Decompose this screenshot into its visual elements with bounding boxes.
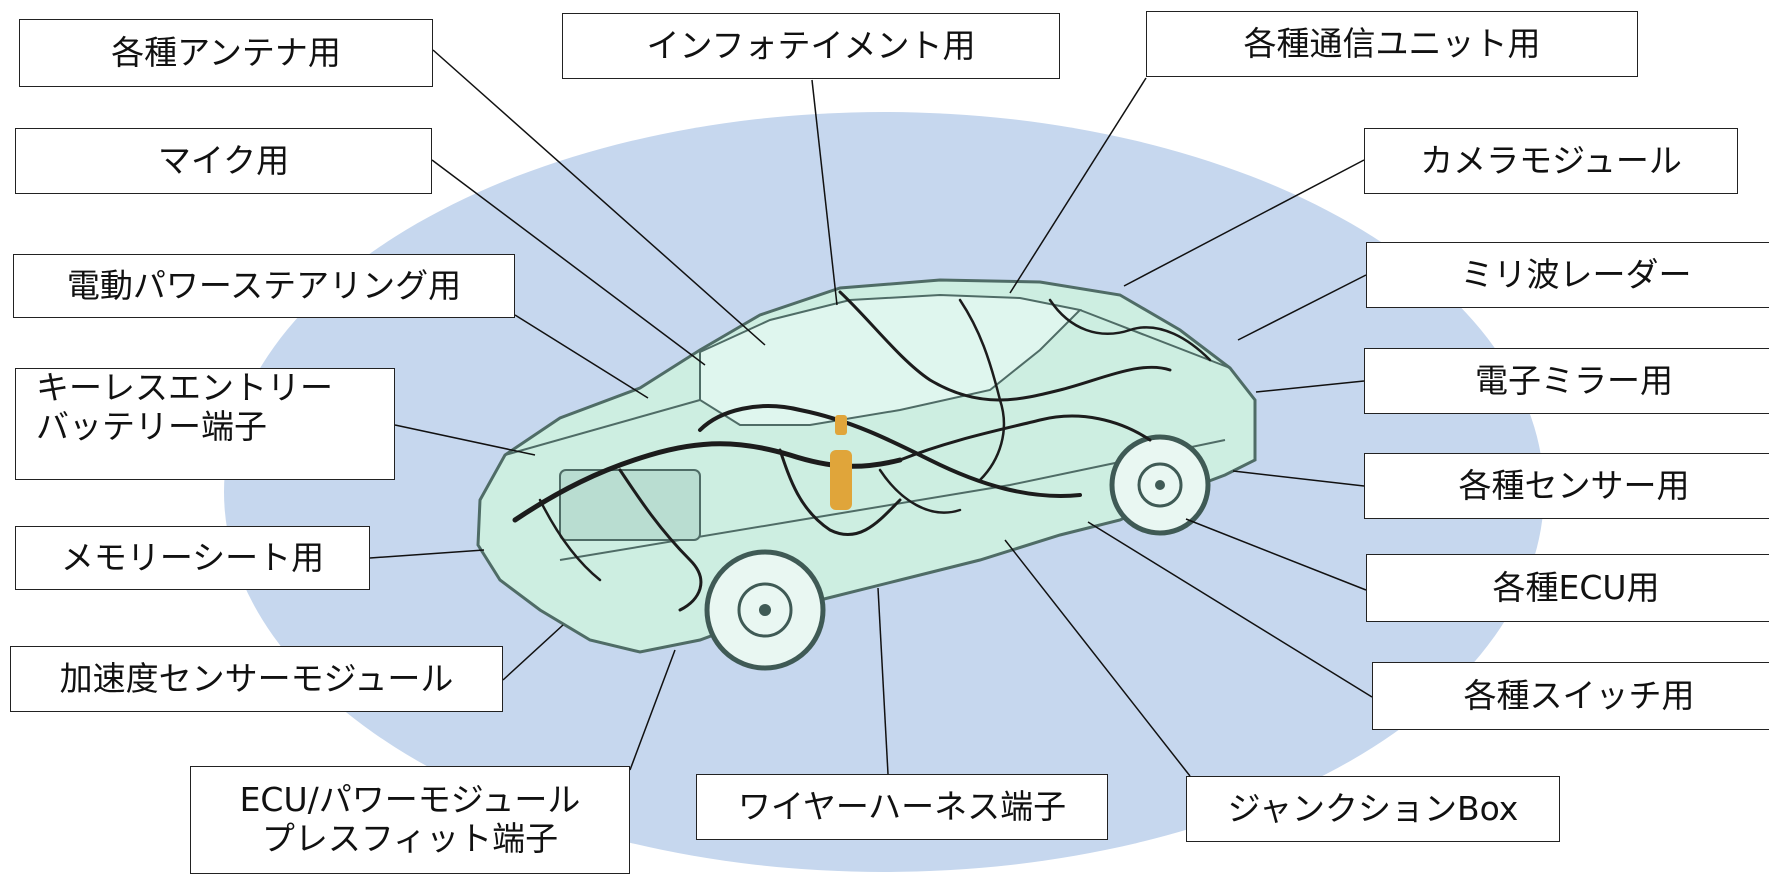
label-infotainment: インフォテイメント用 [562, 13, 1060, 79]
label-memory-seat: メモリーシート用 [15, 526, 370, 590]
leader-keyless [394, 424, 536, 456]
car-hood-line [504, 399, 701, 456]
label-keyless: キーレスエントリー バッテリー端子 [15, 368, 395, 480]
label-ecu-text: 各種ECU用 [1492, 567, 1660, 607]
label-e-mirror-text: 電子ミラー用 [1475, 360, 1673, 400]
leader-antenna [432, 49, 766, 346]
label-comm-unit-text: 各種通信ユニット用 [1243, 23, 1541, 63]
label-junction: ジャンクションBox [1186, 776, 1560, 842]
label-microphone-text: マイク用 [157, 140, 290, 180]
leader-accel-sensor [502, 624, 564, 681]
leader-infotainment [811, 79, 838, 306]
leader-eps [514, 314, 649, 399]
label-antenna: 各種アンテナ用 [19, 19, 433, 87]
leader-ecu-power [629, 649, 676, 771]
label-keyless-line2: バッテリー端子 [36, 406, 267, 446]
label-wire-harness: ワイヤーハーネス端子 [696, 774, 1108, 840]
leader-comm-unit [1009, 77, 1147, 294]
car-trunk-line [1079, 309, 1231, 369]
label-eps: 電動パワーステアリング用 [13, 254, 515, 318]
label-accel-sensor-text: 加速度センサーモジュール [59, 658, 454, 698]
label-memory-seat-text: メモリーシート用 [60, 537, 325, 577]
label-camera-text: カメラモジュール [1420, 140, 1682, 180]
label-switches-text: 各種スイッチ用 [1463, 675, 1695, 715]
connector-cluster [830, 450, 852, 510]
leader-sensors [1232, 470, 1365, 487]
leader-switches [1087, 521, 1373, 698]
leader-junction [1004, 539, 1191, 777]
label-camera: カメラモジュール [1364, 128, 1738, 194]
label-mmwave-text: ミリ波レーダー [1460, 254, 1692, 294]
label-sensors-text: 各種センサー用 [1458, 465, 1690, 505]
label-sensors: 各種センサー用 [1364, 453, 1769, 519]
label-ecu-power-line2: プレスフィット端子 [261, 819, 559, 858]
leader-mmwave [1237, 274, 1367, 341]
label-mmwave: ミリ波レーダー [1366, 242, 1769, 308]
label-comm-unit: 各種通信ユニット用 [1146, 11, 1638, 77]
leader-e-mirror [1255, 380, 1365, 393]
leader-microphone [431, 159, 706, 366]
label-eps-text: 電動パワーステアリング用 [66, 265, 462, 305]
front-wheel [704, 549, 826, 671]
label-e-mirror: 電子ミラー用 [1364, 348, 1769, 414]
label-accel-sensor: 加速度センサーモジュール [10, 646, 503, 712]
label-junction-text: ジャンクションBox [1227, 788, 1519, 828]
engine-block [559, 469, 701, 541]
label-keyless-line1: キーレスエントリー [36, 368, 333, 407]
label-infotainment-text: インフォテイメント用 [646, 25, 976, 65]
leader-memory-seat [369, 549, 485, 559]
label-switches: 各種スイッチ用 [1372, 662, 1769, 730]
label-ecu-power-line1: ECU/パワーモジュール [239, 780, 581, 820]
label-microphone: マイク用 [15, 128, 432, 194]
leader-ecu [1185, 518, 1367, 591]
car-illustration [476, 278, 1257, 671]
rear-wheel [1109, 434, 1211, 536]
connector-small [835, 415, 847, 435]
label-ecu-power: ECU/パワーモジュール プレスフィット端子 [190, 766, 630, 874]
leader-wire-harness [877, 587, 889, 775]
label-ecu: 各種ECU用 [1366, 554, 1769, 622]
label-antenna-text: 各種アンテナ用 [111, 32, 341, 72]
label-wire-harness-text: ワイヤーハーネス端子 [737, 786, 1067, 826]
leader-lines [369, 49, 1373, 777]
leader-camera [1123, 159, 1365, 287]
